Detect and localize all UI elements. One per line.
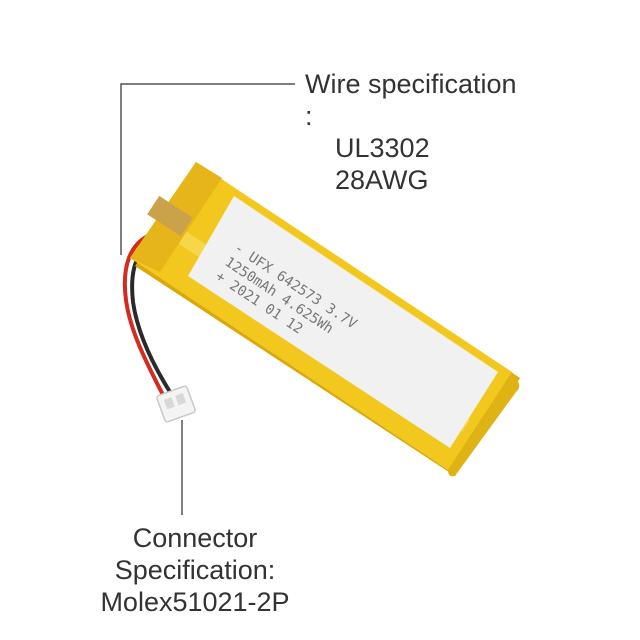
- red-wire: [122, 233, 165, 396]
- wire-callout-line: [120, 83, 295, 255]
- connector-spec-title: Connector Specification:: [114, 523, 276, 585]
- connector-spec-value: Molex51021-2P: [100, 587, 290, 617]
- connector-icon: [156, 385, 196, 423]
- wire-spec-value: UL3302 28AWG: [335, 133, 430, 195]
- battery-icon: [130, 162, 520, 477]
- wire-spec-title: Wire specification :: [305, 69, 517, 131]
- connector-spec-callout: Connector Specification: Molex51021-2P: [50, 522, 340, 618]
- battery-label: [188, 196, 498, 448]
- wire-spec-callout: Wire specification : UL3302 28AWG: [305, 68, 525, 196]
